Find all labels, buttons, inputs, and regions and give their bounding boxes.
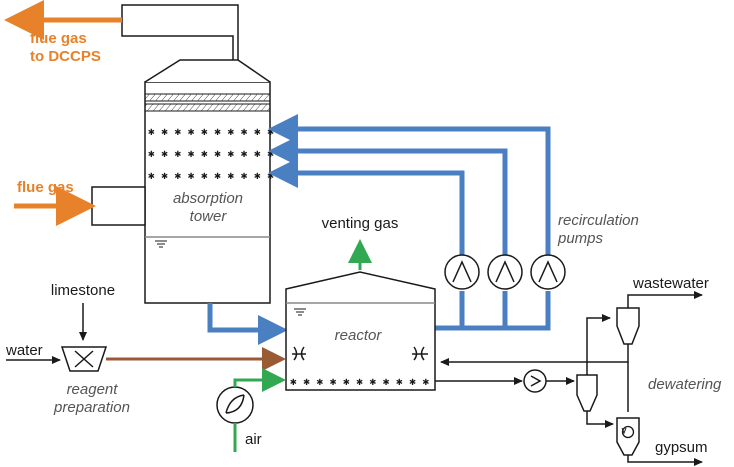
liquid-level-icon [155,240,167,248]
gypsum-label: gypsum [655,439,708,456]
reactor-vessel: ✱ ✱ ✱ ✱ ✱ ✱ ✱ ✱ ✱ ✱ ✱ [285,271,436,391]
air-label: air [245,431,262,448]
underflow-line [586,411,614,428]
water-label: water [5,342,43,359]
spray-nozzles-level-3: ✱ ✱ ✱ ✱ ✱ ✱ ✱ ✱ ✱ ✱ [148,169,274,182]
flue-gas-out-label: flue gas [30,30,87,47]
agitator-icon [412,346,428,361]
pump-icon [495,260,515,283]
spray-nozzles-level-1: ✱ ✱ ✱ ✱ ✱ ✱ ✱ ✱ ✱ ✱ [148,125,274,138]
secondary-hydrocyclone [616,307,640,345]
pump-icon [538,260,558,283]
demister-layer [144,93,271,102]
reactor-label: reactor [335,327,383,344]
pump-icon [452,260,472,283]
return-to-reactor-line [440,344,629,366]
agitator-icon [292,346,306,361]
recirculation-piping [207,114,551,345]
absorption-tower-label-2: tower [190,208,228,225]
reagent-preparation-label: reagent [67,381,119,398]
wastewater-line [627,291,703,308]
dewatering-label: dewatering [648,376,722,393]
venting-gas-label: venting gas [322,215,399,232]
pump-icon [530,375,542,387]
flue-gas-outlet-duct [4,0,239,82]
recirculation-pumps-label: recirculation [558,212,639,229]
absorption-tower [144,59,271,304]
limestone-label: limestone [51,282,115,299]
reactor-air-spargers: ✱ ✱ ✱ ✱ ✱ ✱ ✱ ✱ ✱ ✱ ✱ [290,375,429,388]
air-compressor [216,386,254,424]
overflow-line [586,314,611,375]
spray-nozzles-level-2: ✱ ✱ ✱ ✱ ✱ ✱ ✱ ✱ ✱ ✱ [148,147,274,160]
hydrocyclone-icon [576,374,598,412]
mixer-x-icon [74,350,94,368]
centrifuge-icon [621,425,635,439]
primary-hydrocyclone [576,374,598,412]
air-compressor-icon [225,394,245,414]
demister-layer [144,103,271,112]
flue-gas-inlet-duct [14,186,146,226]
reagent-mixer [60,346,108,372]
recirculation-pump-1 [444,254,480,290]
recirculation-pump-2 [487,254,523,290]
absorption-tower-label: absorption [173,190,243,207]
flue-gas-out-label-2: to DCCPS [30,48,101,65]
reactor-level-icon [294,308,306,316]
hydrocyclone-icon [616,307,640,345]
flue-gas-in-label: flue gas [17,179,74,196]
gypsum-line [627,455,703,466]
wastewater-label: wastewater [632,275,709,292]
reagent-preparation-label-2: preparation [53,399,130,416]
bleed-pump [523,369,547,393]
air-feed-arrow [233,368,286,392]
recirculation-pump-3 [530,254,566,290]
recirculation-pumps-label-2: pumps [557,230,604,247]
gypsum-centrifuge [616,417,640,456]
